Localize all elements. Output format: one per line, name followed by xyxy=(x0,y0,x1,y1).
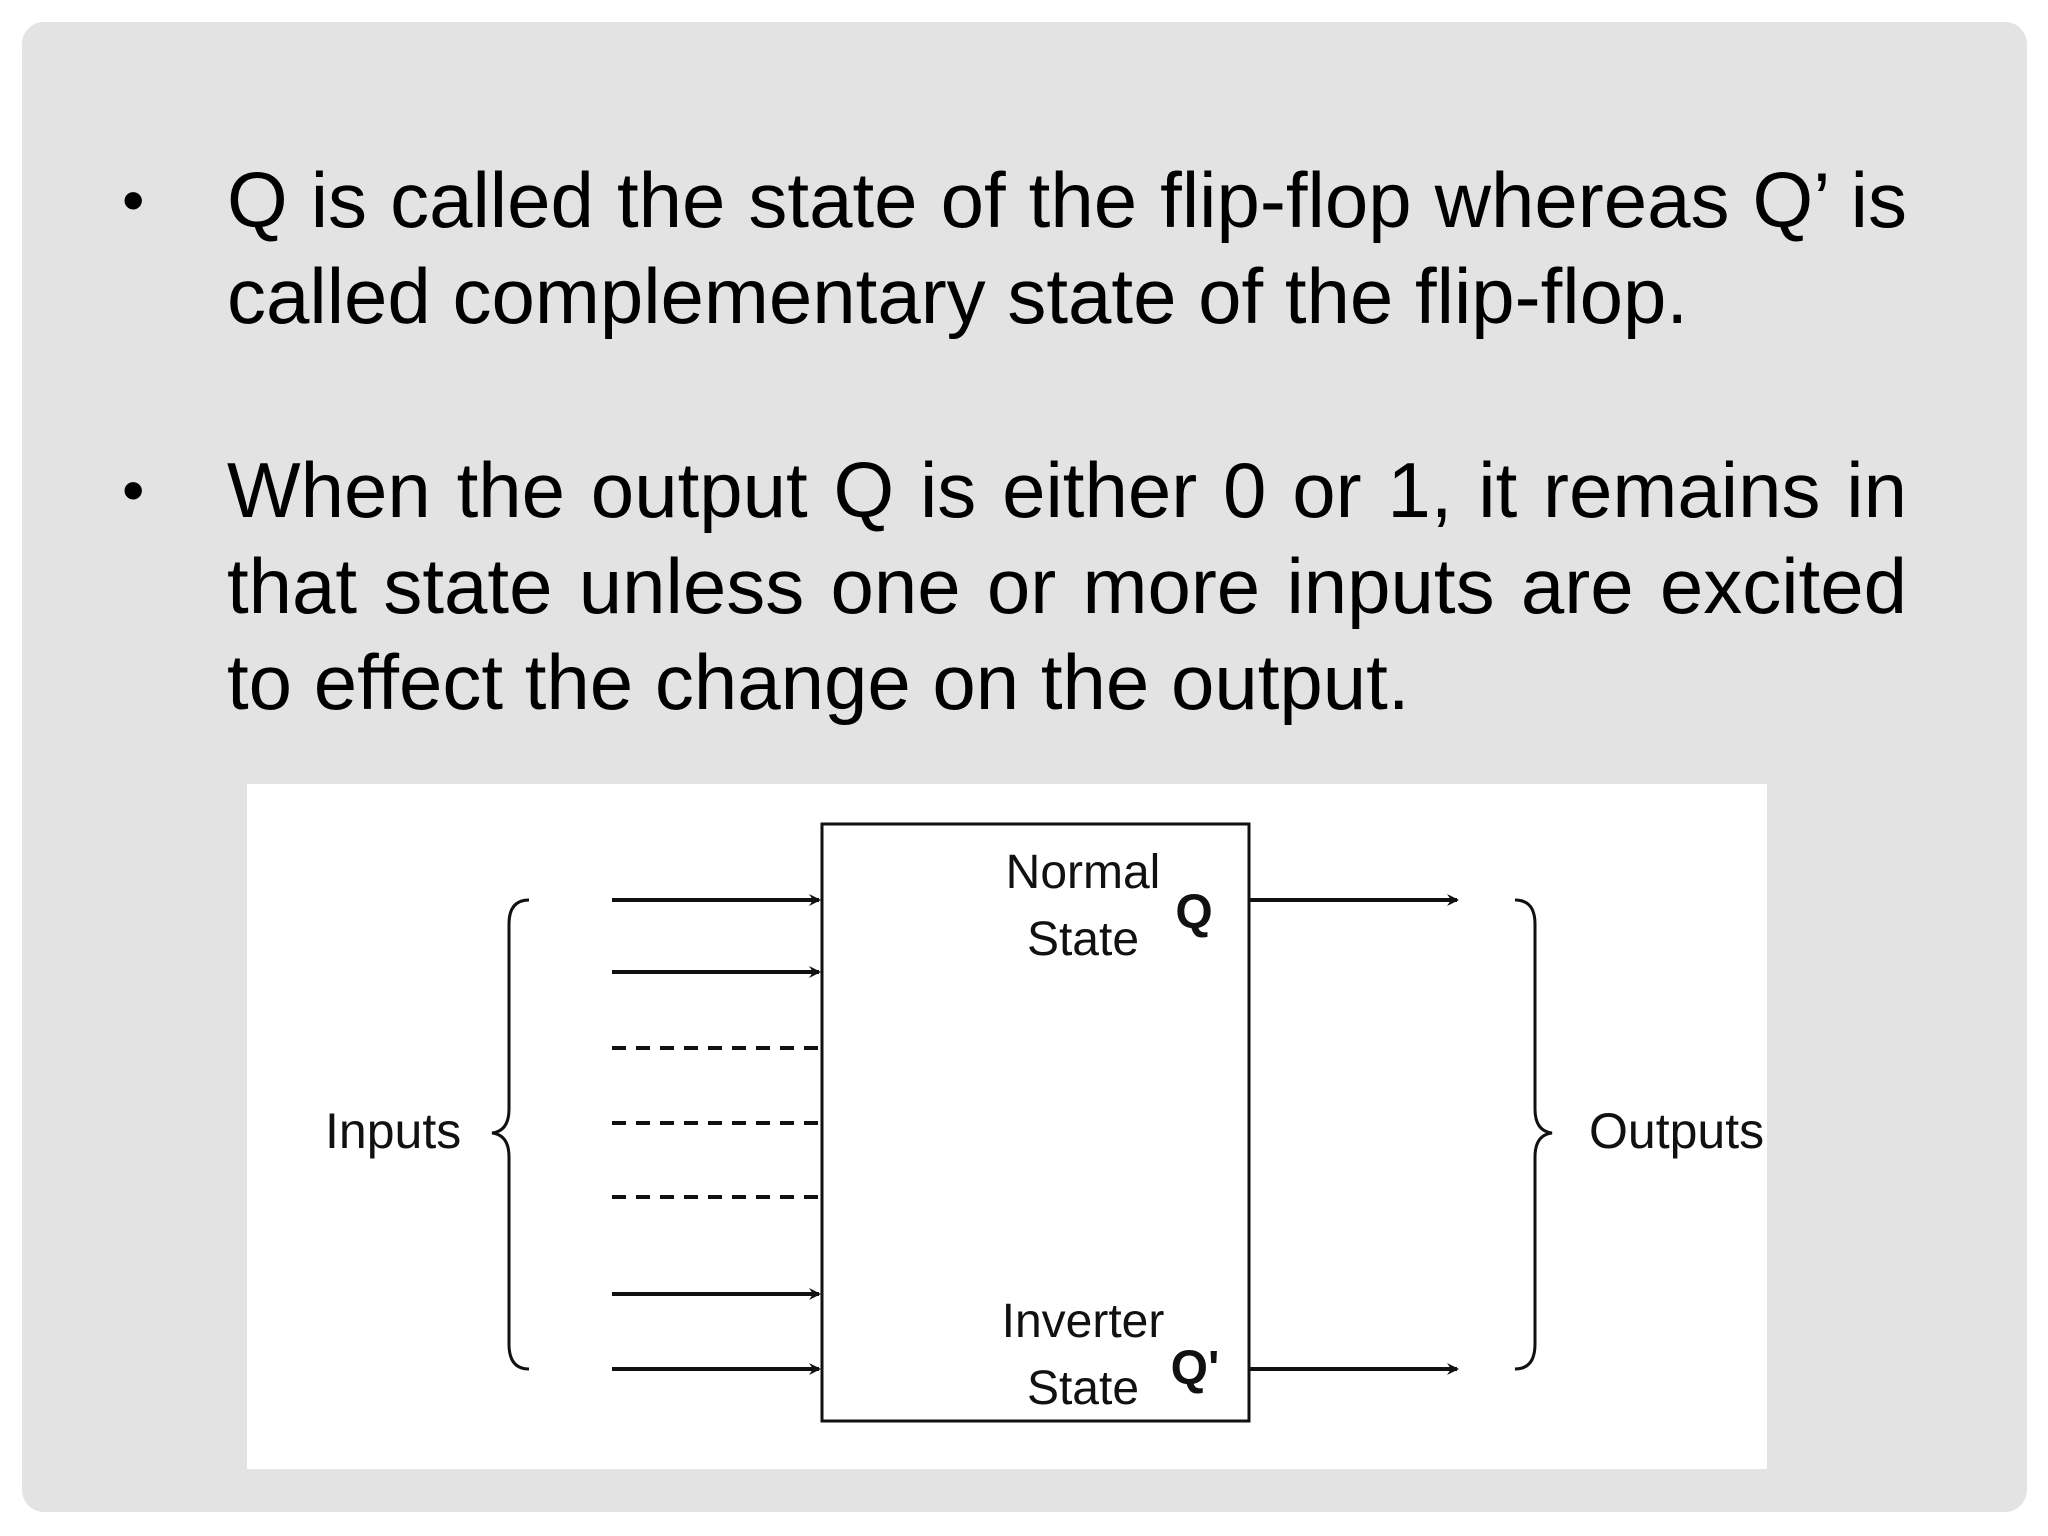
outputs-label: Outputs xyxy=(1589,1103,1764,1159)
inputs-brace xyxy=(491,898,530,1371)
inverter-state-label: State xyxy=(1027,1362,1139,1415)
slide: • Q is called the state of the flip-flop… xyxy=(22,22,2027,1512)
bullet-marker: • xyxy=(122,454,145,526)
normal-state-label: State xyxy=(1027,913,1139,966)
input-lines xyxy=(612,894,821,1375)
normal-state-label: Normal xyxy=(1006,846,1161,899)
q-prime-output-label: Q' xyxy=(1171,1342,1220,1395)
flip-flop-block xyxy=(820,822,1251,1423)
inputs-label: Inputs xyxy=(325,1103,461,1159)
outputs-brace xyxy=(1514,898,1553,1371)
flip-flop-diagram: Inputs Outputs Normal State Q Inverter S… xyxy=(247,784,1767,1469)
output-lines xyxy=(1250,894,1459,1375)
bullet-text: When the output Q is either 0 or 1, it r… xyxy=(227,446,1907,726)
q-output-label: Q xyxy=(1175,886,1212,939)
inverter-state-label: Inverter xyxy=(1002,1295,1165,1348)
bullet-text: Q is called the state of the flip-flop w… xyxy=(227,156,1907,340)
bullet-marker: • xyxy=(122,164,145,236)
